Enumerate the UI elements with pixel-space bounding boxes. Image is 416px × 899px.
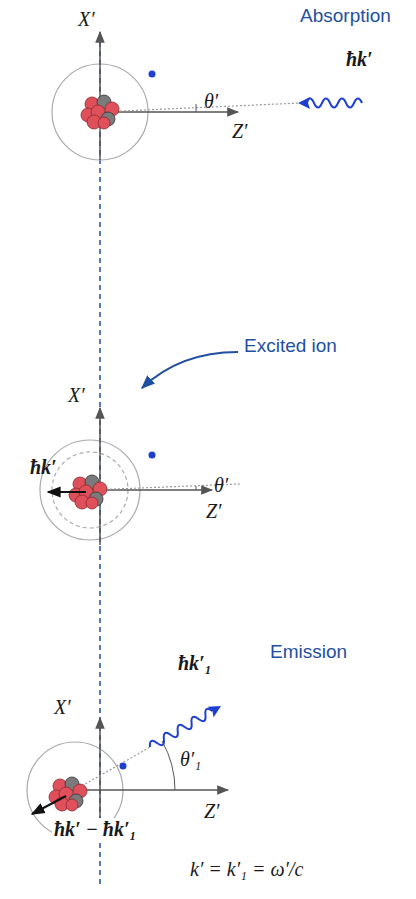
panel-title: Absorption [300,6,391,27]
panel-title: Excited ion [244,336,337,357]
photon-momentum: ħk′₁ [178,652,212,674]
photon-momentum: ħk′ [346,48,373,70]
axis-label: Z′ [232,120,248,142]
angle-label: θ′ [214,474,228,496]
axis-label: X′ [78,8,95,30]
panel-title: Emission [270,642,347,663]
axis-label: Z′ [204,800,220,822]
axis-label: X′ [54,696,71,718]
equation: k′ = k′₁ = ω′/c [190,858,303,880]
axis-label: X′ [68,384,85,406]
recoil-momentum: ħk′ − ħk′₁ [52,818,139,840]
axis-label: Z′ [206,500,222,522]
recoil-momentum: ħk′ [30,456,57,478]
angle-label: θ′₁ [180,748,201,770]
angle-label: θ′ [204,90,218,112]
